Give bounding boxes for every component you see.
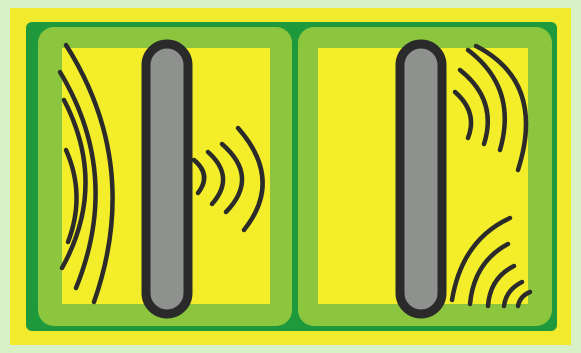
panel-left xyxy=(38,27,292,326)
wall-barrier-icon-right xyxy=(400,44,442,314)
wall-barrier-icon-left xyxy=(146,44,188,314)
panel-right xyxy=(298,27,552,326)
